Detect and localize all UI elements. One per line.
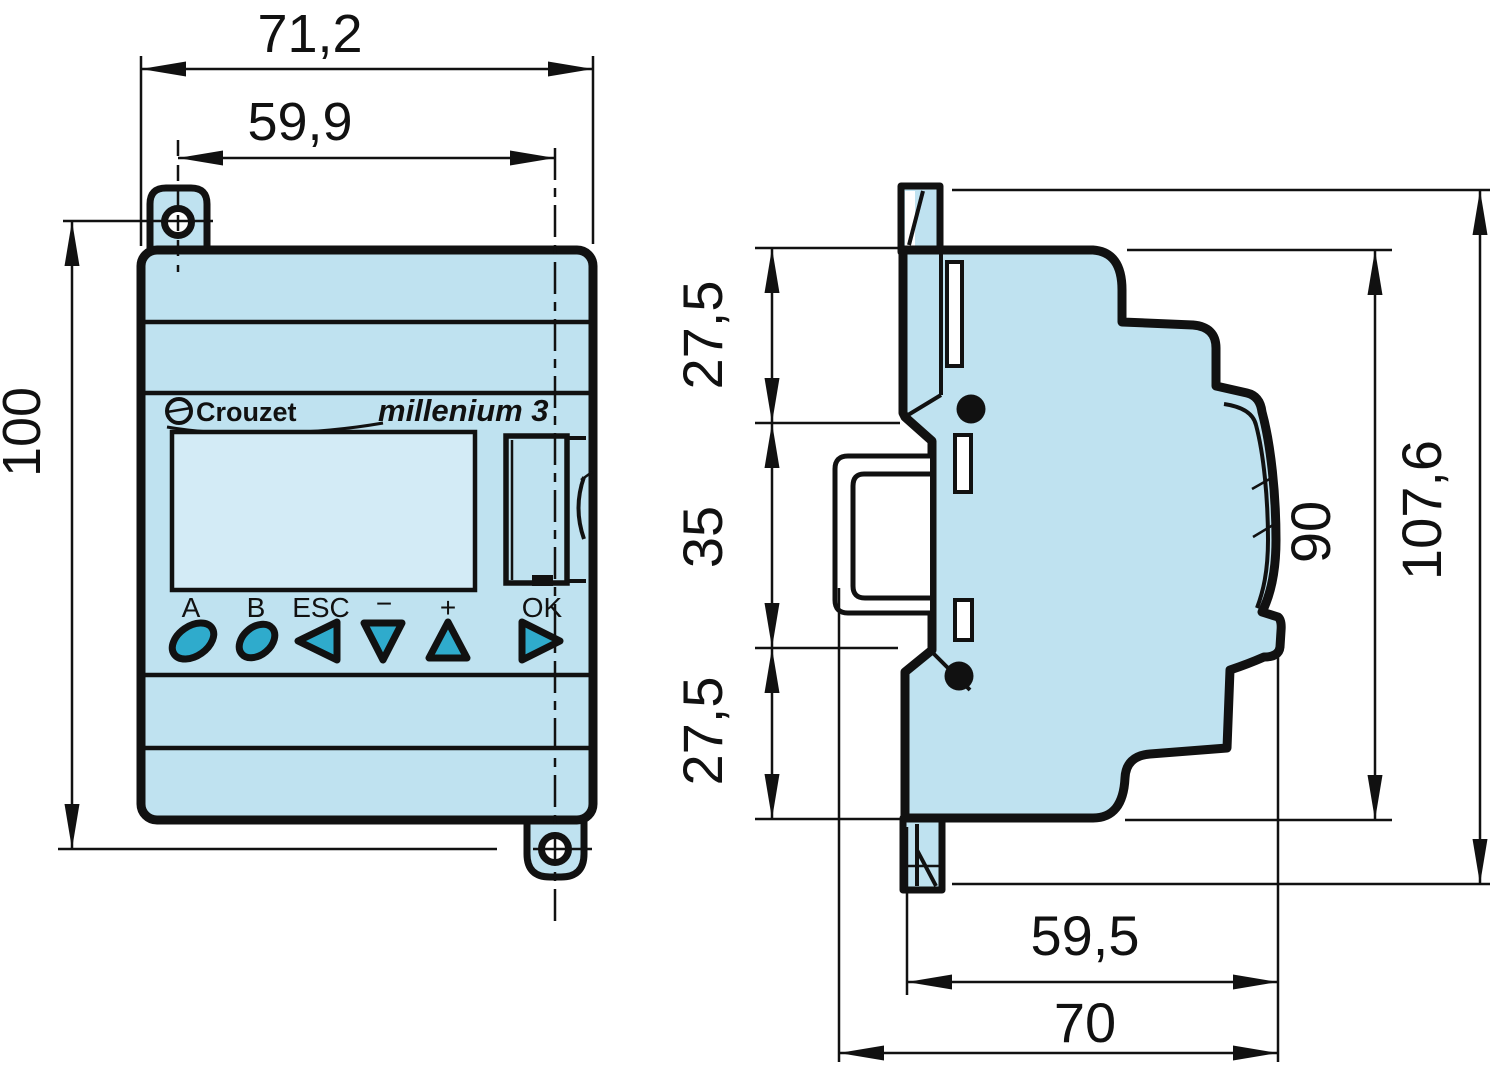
din-rail-inner xyxy=(850,471,930,601)
brand-text: Crouzet xyxy=(196,397,297,427)
cartridge-slot xyxy=(503,433,593,586)
button-ok xyxy=(518,618,564,664)
button-b xyxy=(235,620,279,662)
dim-100: 100 xyxy=(0,387,52,477)
finger-groove-tick xyxy=(580,470,593,482)
front-dimensions: 71,2 59,9 100 xyxy=(0,4,595,851)
button-minus xyxy=(360,619,406,664)
side-device-profile xyxy=(898,245,1286,823)
front-view: Crouzet millenium 3 A B ESC − + OK xyxy=(0,4,598,925)
lcd-display xyxy=(169,429,478,593)
din-rail-section xyxy=(832,453,930,616)
side-left-dimensions: 27,5 35 27,5 xyxy=(671,246,902,821)
crouzet-logo-detail xyxy=(166,406,192,414)
side-top-tab-slot xyxy=(905,191,915,246)
dim-59-9: 59,9 xyxy=(247,92,352,152)
dim-27-5-bottom: 27,5 xyxy=(671,677,734,786)
side-top-tab-hatch xyxy=(907,190,925,246)
button-esc xyxy=(294,618,341,664)
terminal-slot-3 xyxy=(953,598,974,642)
screw-top xyxy=(956,394,986,424)
dim-70: 70 xyxy=(1054,991,1116,1054)
model-text: millenium 3 xyxy=(378,393,549,428)
dim-35: 35 xyxy=(671,506,734,568)
side-front-inner-curve xyxy=(1223,402,1271,609)
button-ok-label: OK xyxy=(522,592,563,623)
side-bottom-tab-hatch xyxy=(915,849,938,887)
terminal-slot-1 xyxy=(945,260,964,368)
dim-107-6: 107,6 xyxy=(1390,440,1453,580)
dim-27-5-top: 27,5 xyxy=(671,281,734,390)
screw-bottom xyxy=(944,661,974,691)
side-bottom-clip-tab xyxy=(899,814,946,894)
dim-59-5: 59,5 xyxy=(1031,904,1140,967)
dim-71-2: 71,2 xyxy=(257,4,362,64)
terminal-slot-2 xyxy=(953,433,973,494)
side-bottom-tab-body xyxy=(899,814,946,894)
side-front-tick-2 xyxy=(1252,523,1274,539)
side-inner-diagonal-top xyxy=(906,393,943,417)
button-plus xyxy=(425,618,471,662)
side-bottom-dimensions: 59,5 70 xyxy=(837,588,1280,1062)
dim-90: 90 xyxy=(1279,501,1342,563)
button-b-label: B xyxy=(247,592,266,623)
side-front-tick-1 xyxy=(1251,475,1274,491)
button-esc-label: ESC xyxy=(292,592,350,623)
finger-groove-arc xyxy=(576,476,586,540)
button-a xyxy=(168,619,218,663)
button-minus-label: − xyxy=(376,588,392,619)
keypad: A B ESC − + OK xyxy=(168,588,564,664)
button-a-label: A xyxy=(182,592,201,623)
button-plus-label: + xyxy=(440,592,456,623)
brand-row: Crouzet millenium 3 xyxy=(165,393,549,436)
side-top-clip-tab xyxy=(897,182,944,256)
side-right-dimensions: 90 107,6 xyxy=(952,188,1490,886)
side-view: 27,5 35 27,5 90 107,6 59,5 70 xyxy=(671,182,1490,1062)
cartridge-latch xyxy=(532,575,553,586)
